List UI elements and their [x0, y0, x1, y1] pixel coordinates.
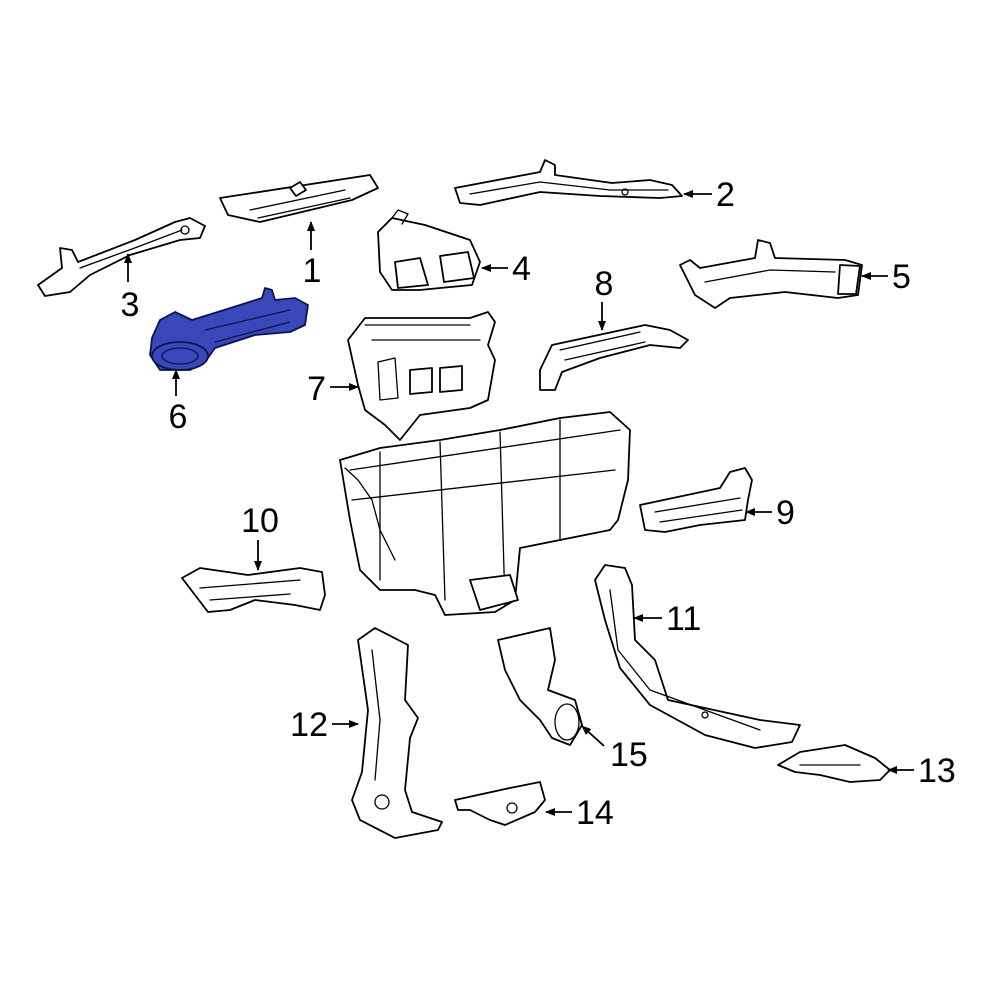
- callout-14: 14: [576, 794, 614, 832]
- part-8-duct[interactable]: [539, 324, 689, 391]
- part-13-bracket[interactable]: [777, 744, 891, 783]
- part-6-duct-highlighted[interactable]: [149, 287, 309, 371]
- part-3-duct[interactable]: [37, 217, 206, 297]
- callout-15: 15: [610, 736, 648, 774]
- callout-6: 6: [169, 398, 188, 436]
- part-5-side-vent[interactable]: [679, 239, 863, 309]
- callout-5: 5: [892, 258, 911, 296]
- callout-1: 1: [303, 252, 322, 290]
- callout-9: 9: [776, 494, 795, 532]
- part-1-defroster-nozzle[interactable]: [219, 174, 379, 223]
- part-10-duct[interactable]: [181, 567, 326, 613]
- callout-2: 2: [716, 176, 735, 214]
- callout-12: 12: [290, 706, 328, 744]
- callout-3: 3: [121, 286, 140, 324]
- part-12-duct[interactable]: [351, 627, 443, 839]
- part-7-blower-housing[interactable]: [347, 311, 496, 441]
- callout-11: 11: [666, 600, 701, 638]
- part-14-bracket[interactable]: [454, 781, 546, 826]
- callout-10: 10: [241, 502, 279, 540]
- part-15-duct[interactable]: [497, 627, 583, 746]
- part-9-duct[interactable]: [639, 467, 753, 533]
- hvac-unit-assembly[interactable]: [339, 411, 631, 616]
- part-11-duct[interactable]: [594, 564, 801, 749]
- leader-15: [581, 725, 605, 747]
- callout-7: 7: [307, 370, 326, 408]
- callout-4: 4: [512, 250, 531, 288]
- callout-8: 8: [595, 265, 614, 303]
- part-4-center-vent[interactable]: [377, 209, 481, 291]
- part-2-duct[interactable]: [454, 159, 683, 206]
- callout-13: 13: [918, 752, 956, 790]
